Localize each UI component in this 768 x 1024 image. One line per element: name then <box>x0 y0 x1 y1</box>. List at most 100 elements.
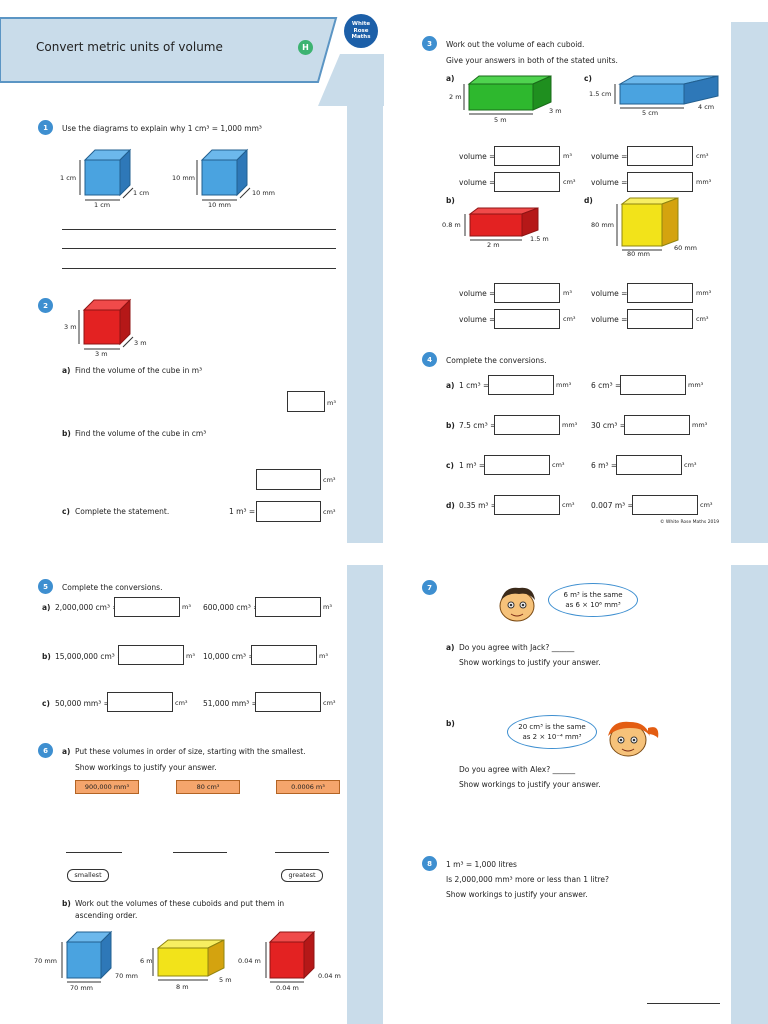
q4a-label: a) <box>446 381 455 390</box>
logo-word-1: White <box>351 21 371 28</box>
q5c-answer-box-2[interactable] <box>255 692 321 712</box>
q3c-height: 1.5 cm <box>589 90 612 98</box>
question-number-4: 4 <box>422 352 437 367</box>
q5b-answer-box-1[interactable] <box>118 645 184 665</box>
q5c-answer-box-1[interactable] <box>107 692 173 712</box>
q3b-answer-box-2[interactable] <box>494 309 560 329</box>
q6-order-line-3[interactable] <box>275 852 329 853</box>
q3a-label: a) <box>446 74 455 83</box>
q4a-unit-2: mm³ <box>688 381 704 389</box>
q5c-label: c) <box>42 699 50 708</box>
q6-card-1[interactable]: 900,000 mm³ <box>75 780 139 794</box>
q3d-volume-label-2: volume = <box>591 315 628 324</box>
q7a-label: a) <box>446 643 455 652</box>
q5b-unit-2: m³ <box>319 652 328 660</box>
q2c-unit: cm³ <box>323 508 336 516</box>
q6-card-2[interactable]: 80 cm³ <box>176 780 240 794</box>
q6-order-line-2[interactable] <box>173 852 227 853</box>
q5a-answer-box-2[interactable] <box>255 597 321 617</box>
q6b-label: b) <box>62 899 71 908</box>
q4b-answer-box-1[interactable] <box>494 415 560 435</box>
q5a-answer-box-1[interactable] <box>114 597 180 617</box>
q4b-answer-box-2[interactable] <box>624 415 690 435</box>
q4a-answer-box-2[interactable] <box>620 375 686 395</box>
logo-word-3: Maths <box>351 34 371 41</box>
q3b-volume-label-2: volume = <box>459 315 496 324</box>
q6b-cuboid-yellow <box>152 939 225 981</box>
q3a-cuboid <box>463 75 552 115</box>
q2a-answer-box[interactable] <box>287 391 325 412</box>
q4c-answer-box-1[interactable] <box>484 455 550 475</box>
question-number-5: 5 <box>38 579 53 594</box>
q4c-answer-box-2[interactable] <box>616 455 682 475</box>
q3d-answer-box-1[interactable] <box>627 283 693 303</box>
alex-speech-line-1: 20 cm³ is the same <box>518 723 586 731</box>
q1-answer-line-2[interactable] <box>62 248 336 249</box>
q2c-answer-box[interactable] <box>256 501 321 522</box>
q6b-cube1-depth: 70 mm <box>115 972 139 980</box>
q3d-label: d) <box>584 196 593 205</box>
q8-answer-line[interactable] <box>647 1003 720 1004</box>
q1-answer-line-1[interactable] <box>62 229 336 230</box>
q7a-text: Do you agree with Jack? ______ <box>459 643 575 652</box>
q3a-volume-label-1: volume = <box>459 152 496 161</box>
q3c-volume-label-1: volume = <box>591 152 628 161</box>
q2c-label: c) <box>62 507 70 516</box>
q6b-line-1: Work out the volumes of these cuboids an… <box>75 899 285 908</box>
q4b-label: b) <box>446 421 455 430</box>
q4b-unit-2: mm³ <box>692 421 708 429</box>
jack-speech-line-1: 6 m³ is the same <box>563 591 623 599</box>
q5c-lhs-2: 51,000 mm³ = <box>203 699 258 708</box>
q1-cube2-depth: 10 mm <box>252 189 276 197</box>
q6-order-line-1[interactable] <box>66 852 122 853</box>
q7b-label: b) <box>446 719 455 728</box>
q5-prompt: Complete the conversions. <box>62 583 163 592</box>
q4d-answer-box-2[interactable] <box>632 495 698 515</box>
q1-answer-line-3[interactable] <box>62 268 336 269</box>
q3c-unit-1: cm³ <box>696 152 709 160</box>
jack-speech-bubble: 6 m³ is the same as 6 × 10⁶ mm³ <box>548 583 638 617</box>
q2b-answer-box[interactable] <box>256 469 321 490</box>
q3c-answer-box-1[interactable] <box>627 146 693 166</box>
q4d-answer-box-1[interactable] <box>494 495 560 515</box>
alex-avatar <box>608 721 659 757</box>
q6-card-3[interactable]: 0.0006 m³ <box>276 780 340 794</box>
page-title: Convert metric units of volume <box>36 40 223 54</box>
q3c-depth: 4 cm <box>698 103 715 111</box>
logo-word-2: Rose <box>353 27 369 34</box>
q1-cube-cm <box>79 148 134 201</box>
header-banner <box>0 17 384 106</box>
q6b-cube-red <box>265 930 316 983</box>
q3a-volume-label-2: volume = <box>459 178 496 187</box>
q3d-height: 80 mm <box>591 221 615 229</box>
q8-line-1: 1 m³ = 1,000 litres <box>446 860 517 869</box>
q3b-answer-box-1[interactable] <box>494 283 560 303</box>
q5b-answer-box-2[interactable] <box>251 645 317 665</box>
q4a-answer-box-1[interactable] <box>488 375 554 395</box>
q3a-answer-box-2[interactable] <box>494 172 560 192</box>
q3a-answer-box-1[interactable] <box>494 146 560 166</box>
q3d-answer-box-2[interactable] <box>627 309 693 329</box>
white-rose-logo: White Rose Maths <box>344 14 378 48</box>
question-number-1: 1 <box>38 120 53 135</box>
q2-cube-depth: 3 m <box>134 339 147 347</box>
q3c-answer-box-2[interactable] <box>627 172 693 192</box>
q4a-unit-1: mm³ <box>556 381 572 389</box>
copyright: © White Rose Maths 2019 <box>660 520 720 525</box>
q3b-label: b) <box>446 196 455 205</box>
q3b-height: 0.8 m <box>442 221 461 229</box>
q5a-label: a) <box>42 603 51 612</box>
q1-cube-mm <box>196 148 251 201</box>
question-number-2: 2 <box>38 298 53 313</box>
q6b-cube3-width: 0.04 m <box>276 984 299 992</box>
q6a-label: a) <box>62 747 71 756</box>
q5a-lhs-1: 2,000,000 cm³ = <box>55 603 119 612</box>
q5b-lhs-1: 15,000,000 cm³ = <box>55 652 124 661</box>
q5c-lhs-1: 50,000 mm³ = <box>55 699 110 708</box>
alex-speech-line-2: as 2 × 10⁻⁴ mm³ <box>522 733 582 741</box>
q6b-cube-blue <box>61 930 113 983</box>
q1-cube1-depth: 1 cm <box>133 189 150 197</box>
q3b-cuboid <box>464 207 539 241</box>
q3-line-2: Give your answers in both of the stated … <box>446 56 618 65</box>
q7b-text: Do you agree with Alex? ______ <box>459 765 576 774</box>
